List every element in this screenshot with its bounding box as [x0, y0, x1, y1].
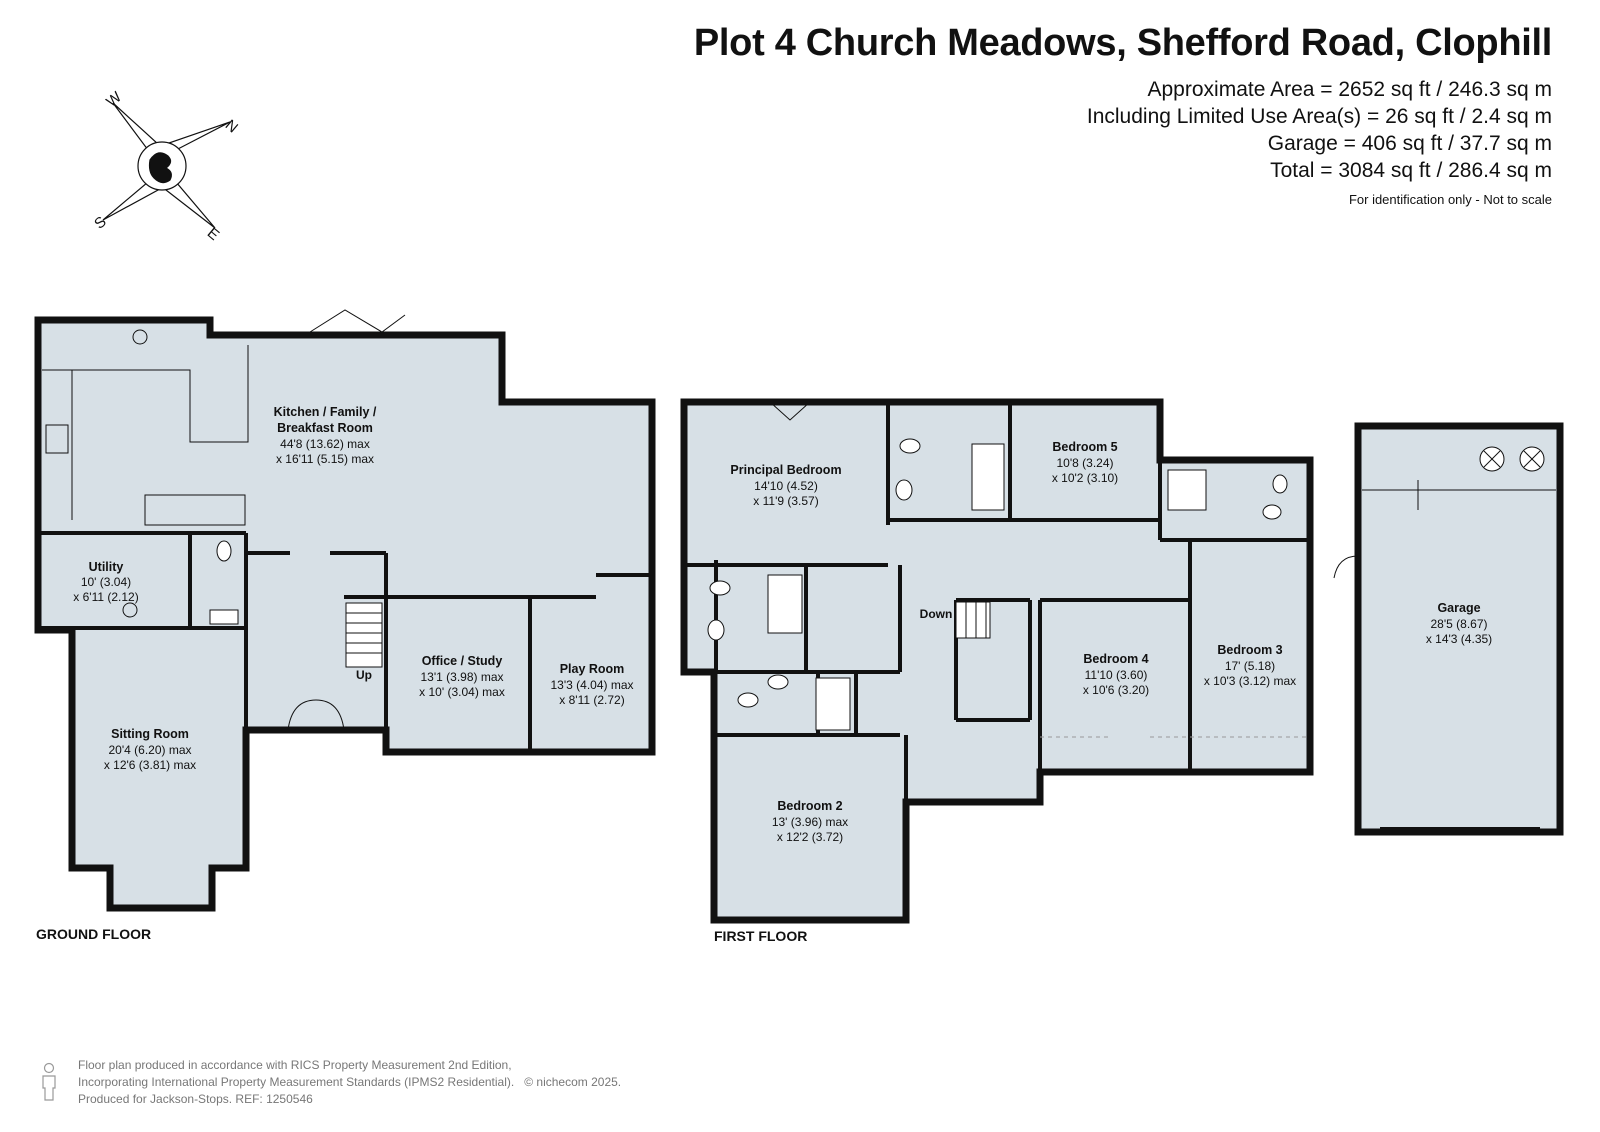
footer-copyright: © nichecom 2025.	[524, 1075, 622, 1089]
svg-text:Bedroom 3: Bedroom 3	[1217, 643, 1282, 657]
svg-text:Sitting Room: Sitting Room	[111, 727, 189, 741]
room-utility: Utility 10' (3.04) x 6'11 (2.12)	[73, 560, 138, 604]
svg-text:x 10' (3.04) max: x 10' (3.04) max	[419, 685, 505, 699]
svg-text:10'8 (3.24): 10'8 (3.24)	[1057, 456, 1114, 470]
person-scale-icon	[42, 1062, 56, 1101]
svg-text:x 10'2 (3.10): x 10'2 (3.10)	[1052, 471, 1118, 485]
compass-e: E	[204, 225, 223, 244]
svg-text:44'8 (13.62) max: 44'8 (13.62) max	[280, 437, 370, 451]
svg-text:28'5 (8.67): 28'5 (8.67)	[1431, 617, 1488, 631]
footer-line-3: Produced for Jackson-Stops. REF: 1250546	[78, 1092, 313, 1106]
svg-text:17' (5.18): 17' (5.18)	[1225, 659, 1275, 673]
room-garage: Garage 28'5 (8.67) x 14'3 (4.35)	[1426, 601, 1492, 646]
garage	[1333, 422, 1564, 836]
area-garage: Garage = 406 sq ft / 37.7 sq m	[1267, 132, 1552, 155]
room-play: Play Room 13'3 (4.04) max x 8'11 (2.72)	[551, 662, 634, 707]
room-sitting: Sitting Room 20'4 (6.20) max x 12'6 (3.8…	[104, 727, 196, 772]
first-floor	[680, 398, 1314, 924]
svg-text:13'1 (3.98) max: 13'1 (3.98) max	[421, 670, 504, 684]
svg-text:13'3 (4.04) max: 13'3 (4.04) max	[551, 678, 634, 692]
room-kitchen: Kitchen / Family / Breakfast Room 44'8 (…	[274, 405, 377, 466]
svg-text:x 16'11 (5.15) max: x 16'11 (5.15) max	[276, 452, 374, 466]
svg-text:x 11'9 (3.57): x 11'9 (3.57)	[753, 494, 818, 508]
svg-text:11'10 (3.60): 11'10 (3.60)	[1085, 668, 1148, 682]
area-summary: Approximate Area = 2652 sq ft / 246.3 sq…	[1087, 76, 1552, 184]
svg-text:x 6'11 (2.12): x 6'11 (2.12)	[73, 590, 138, 604]
compass-rose-icon	[102, 102, 231, 229]
svg-text:10' (3.04): 10' (3.04)	[81, 575, 131, 589]
room-bedroom-3: Bedroom 3 17' (5.18) x 10'3 (3.12) max	[1204, 643, 1296, 688]
area-total: Total = 3084 sq ft / 286.4 sq m	[1270, 159, 1552, 182]
svg-text:14'10 (4.52): 14'10 (4.52)	[754, 479, 818, 493]
room-bedroom-5: Bedroom 5 10'8 (3.24) x 10'2 (3.10)	[1052, 440, 1118, 485]
svg-text:Principal Bedroom: Principal Bedroom	[730, 463, 841, 477]
svg-text:Breakfast Room: Breakfast Room	[277, 421, 373, 435]
svg-text:Play Room: Play Room	[560, 662, 625, 676]
room-bedroom-2: Bedroom 2 13' (3.96) max x 12'2 (3.72)	[772, 799, 848, 844]
stairs-up-label: Up	[356, 668, 372, 682]
room-office: Office / Study 13'1 (3.98) max x 10' (3.…	[419, 654, 505, 699]
svg-text:Utility: Utility	[89, 560, 124, 574]
svg-text:13' (3.96) max: 13' (3.96) max	[772, 815, 848, 829]
svg-text:x 10'6 (3.20): x 10'6 (3.20)	[1083, 683, 1149, 697]
room-bedroom-4: Bedroom 4 11'10 (3.60) x 10'6 (3.20)	[1083, 652, 1149, 697]
svg-text:x 12'2 (3.72): x 12'2 (3.72)	[777, 830, 843, 844]
svg-text:Garage: Garage	[1437, 601, 1480, 615]
area-approximate: Approximate Area = 2652 sq ft / 246.3 sq…	[1147, 78, 1553, 101]
room-principal-bedroom: Principal Bedroom 14'10 (4.52) x 11'9 (3…	[730, 463, 841, 508]
svg-text:x 12'6 (3.81) max: x 12'6 (3.81) max	[104, 758, 196, 772]
ground-floor	[34, 309, 656, 912]
compass-n: N	[222, 117, 241, 137]
svg-text:20'4 (6.20) max: 20'4 (6.20) max	[109, 743, 192, 757]
footer-line-2: Incorporating International Property Mea…	[78, 1075, 515, 1089]
svg-text:x 8'11 (2.72): x 8'11 (2.72)	[559, 693, 624, 707]
area-limited-use: Including Limited Use Area(s) = 26 sq ft…	[1086, 105, 1552, 128]
scale-note: For identification only - Not to scale	[1348, 192, 1552, 207]
footer-notes: Floor plan produced in accordance with R…	[78, 1057, 621, 1108]
svg-text:Bedroom 2: Bedroom 2	[777, 799, 842, 813]
plan-title: Plot 4 Church Meadows, Shefford Road, Cl…	[693, 22, 1552, 64]
compass-w: W	[103, 88, 125, 111]
ground-floor-label: GROUND FLOOR	[36, 926, 152, 942]
svg-text:Kitchen / Family /: Kitchen / Family /	[274, 405, 377, 419]
svg-text:x 14'3 (4.35): x 14'3 (4.35)	[1426, 632, 1492, 646]
svg-text:Bedroom 5: Bedroom 5	[1052, 440, 1117, 454]
svg-text:Bedroom 4: Bedroom 4	[1083, 652, 1148, 666]
stairs-down-label: Down	[920, 607, 953, 621]
svg-text:x 10'3 (3.12) max: x 10'3 (3.12) max	[1204, 674, 1296, 688]
first-floor-label: FIRST FLOOR	[714, 928, 808, 944]
svg-text:Office / Study: Office / Study	[422, 654, 503, 668]
footer-line-1: Floor plan produced in accordance with R…	[78, 1058, 512, 1072]
